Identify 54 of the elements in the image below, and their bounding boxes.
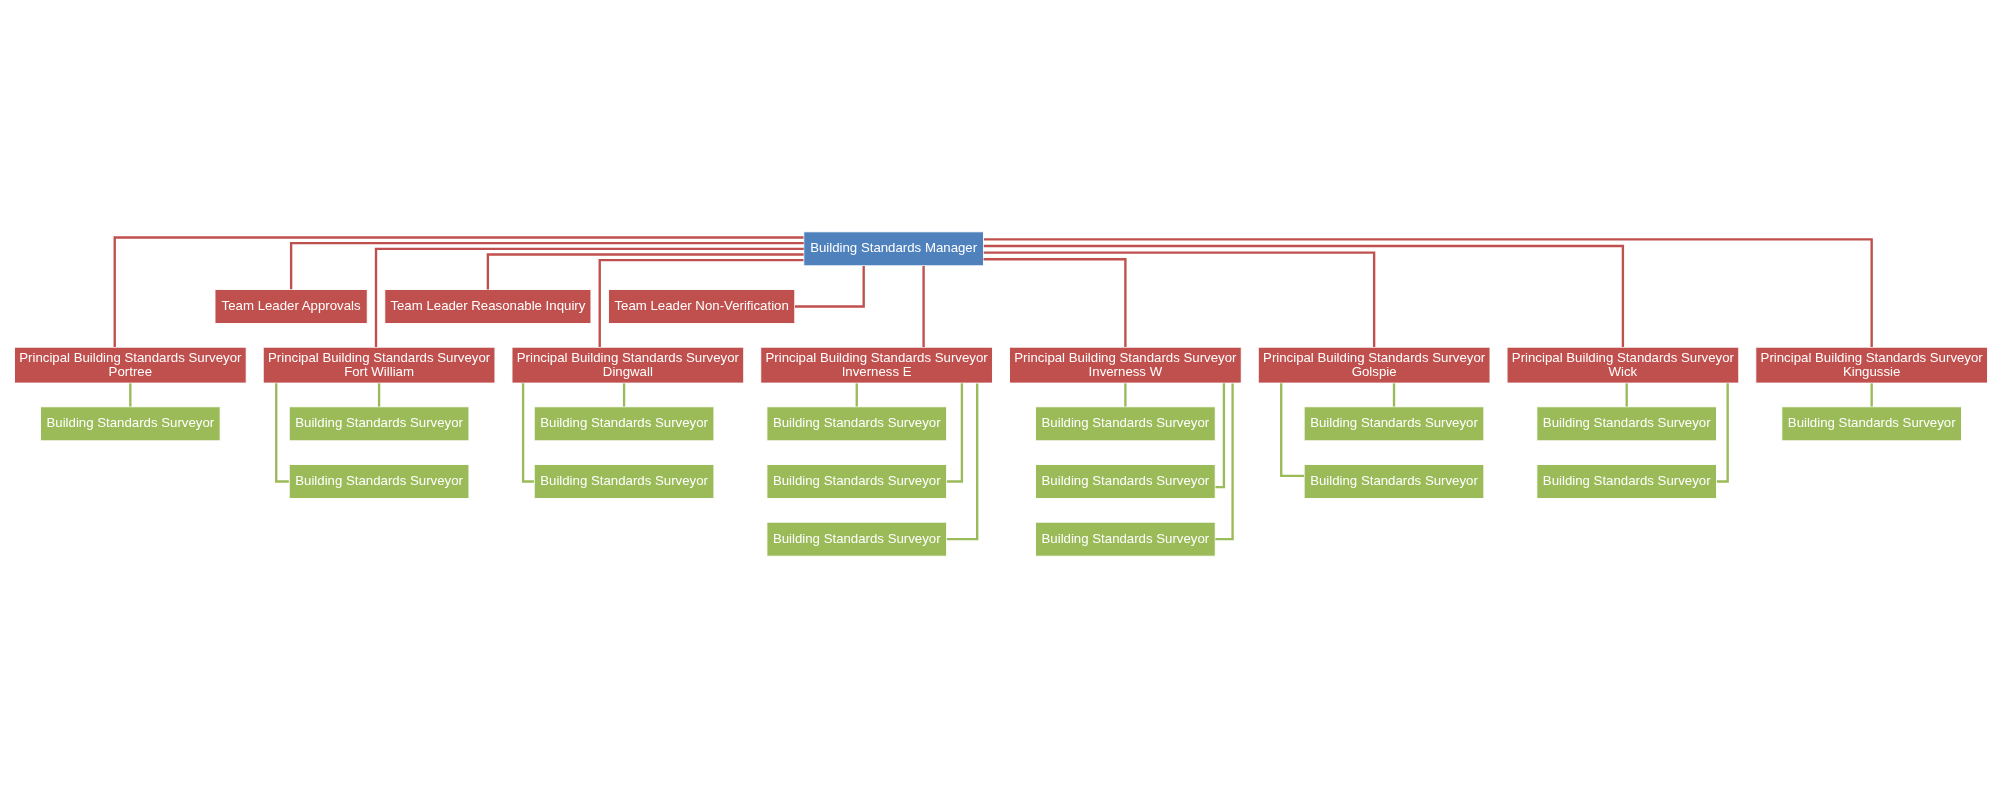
node-box: Building Standards Surveyor: [533, 405, 715, 441]
node-box: Building Standards Surveyor: [1035, 463, 1216, 499]
connector: [113, 235, 804, 347]
connector: [855, 382, 858, 407]
node-box: Principal Building Standards Surveyor Golspie: [1257, 346, 1491, 384]
connector: [598, 258, 804, 347]
node-box: Building Standards Surveyor: [40, 405, 221, 441]
node-box: Principal Building Standards Surveyor Dingwall: [511, 346, 745, 384]
connector: [983, 257, 1127, 347]
connector: [486, 252, 804, 289]
connector: [983, 250, 1376, 347]
connector: [922, 265, 925, 347]
connector: [129, 382, 132, 407]
connector: [946, 382, 979, 540]
connector: [374, 247, 804, 347]
node-box: Principal Building Standards Surveyor Kingussie: [1755, 346, 1988, 384]
node-box: Principal Building Standards Surveyor Wick: [1506, 346, 1740, 384]
connector: [1215, 382, 1226, 488]
node-box: Principal Building Standards Surveyor Inverness E: [760, 346, 993, 384]
node-box: Building Standards Manager: [803, 230, 984, 266]
node-box: Team Leader Approvals: [214, 288, 368, 324]
node-box: Team Leader Non-Verification: [608, 288, 796, 324]
node-box: Principal Building Standards Surveyor Portree: [14, 346, 247, 384]
connector: [1392, 382, 1396, 407]
connector: [983, 237, 1873, 347]
connector: [1716, 382, 1729, 483]
connector: [946, 382, 964, 483]
connector: [1124, 382, 1127, 407]
connector: [377, 382, 381, 407]
connector: [521, 382, 534, 483]
node-box: Building Standards Surveyor: [1303, 463, 1485, 499]
node-box: Building Standards Surveyor: [1781, 405, 1962, 441]
node-box: Building Standards Surveyor: [288, 463, 470, 499]
node-box: Building Standards Surveyor: [766, 463, 948, 499]
node-box: Building Standards Surveyor: [1536, 463, 1718, 499]
connector: [622, 382, 626, 407]
connector: [1215, 382, 1234, 540]
node-box: Building Standards Surveyor: [766, 521, 948, 557]
node-box: Building Standards Surveyor: [1035, 521, 1216, 557]
node-box: Principal Building Standards Surveyor Inverness W: [1009, 346, 1242, 384]
connector: [983, 244, 1625, 347]
connector: [1625, 382, 1628, 407]
node-box: Team Leader Reasonable Inquiry: [384, 288, 592, 324]
node-box: Building Standards Surveyor: [1536, 405, 1718, 441]
node-box: Building Standards Surveyor: [1035, 405, 1216, 441]
connector: [289, 241, 804, 289]
connector: [275, 382, 289, 483]
node-box: Building Standards Surveyor: [1303, 405, 1485, 441]
node-box: Principal Building Standards Surveyor Fort William: [262, 346, 496, 384]
node-box: Building Standards Surveyor: [766, 405, 948, 441]
connector: [1870, 382, 1873, 407]
node-box: Building Standards Surveyor: [533, 463, 715, 499]
node-box: Building Standards Surveyor: [288, 405, 470, 441]
connector: [794, 265, 865, 308]
